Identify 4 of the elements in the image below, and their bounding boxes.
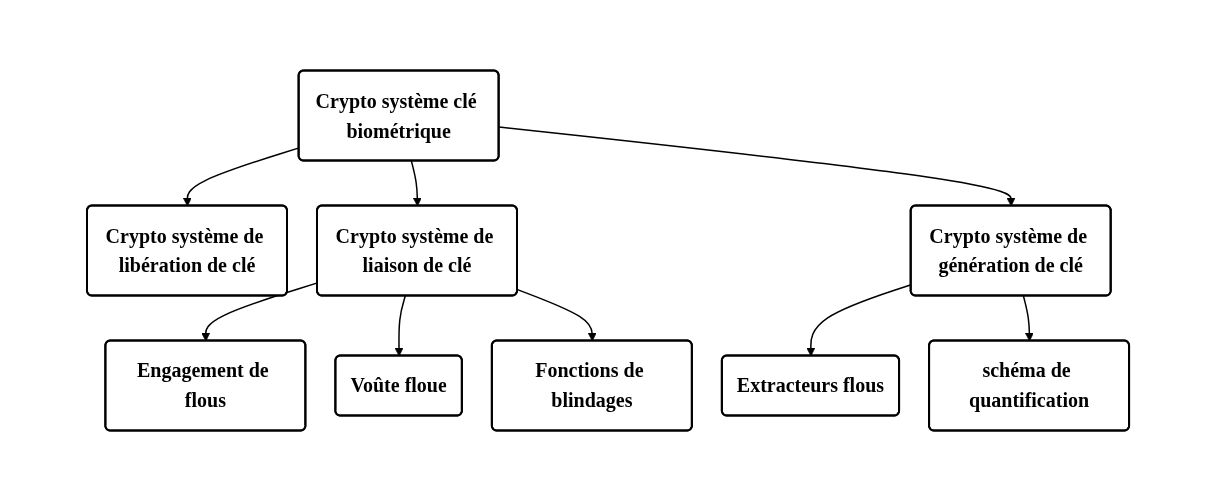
arrow <box>411 160 423 207</box>
arrow <box>1023 295 1035 342</box>
arrow <box>395 295 407 357</box>
arrow <box>517 288 598 342</box>
